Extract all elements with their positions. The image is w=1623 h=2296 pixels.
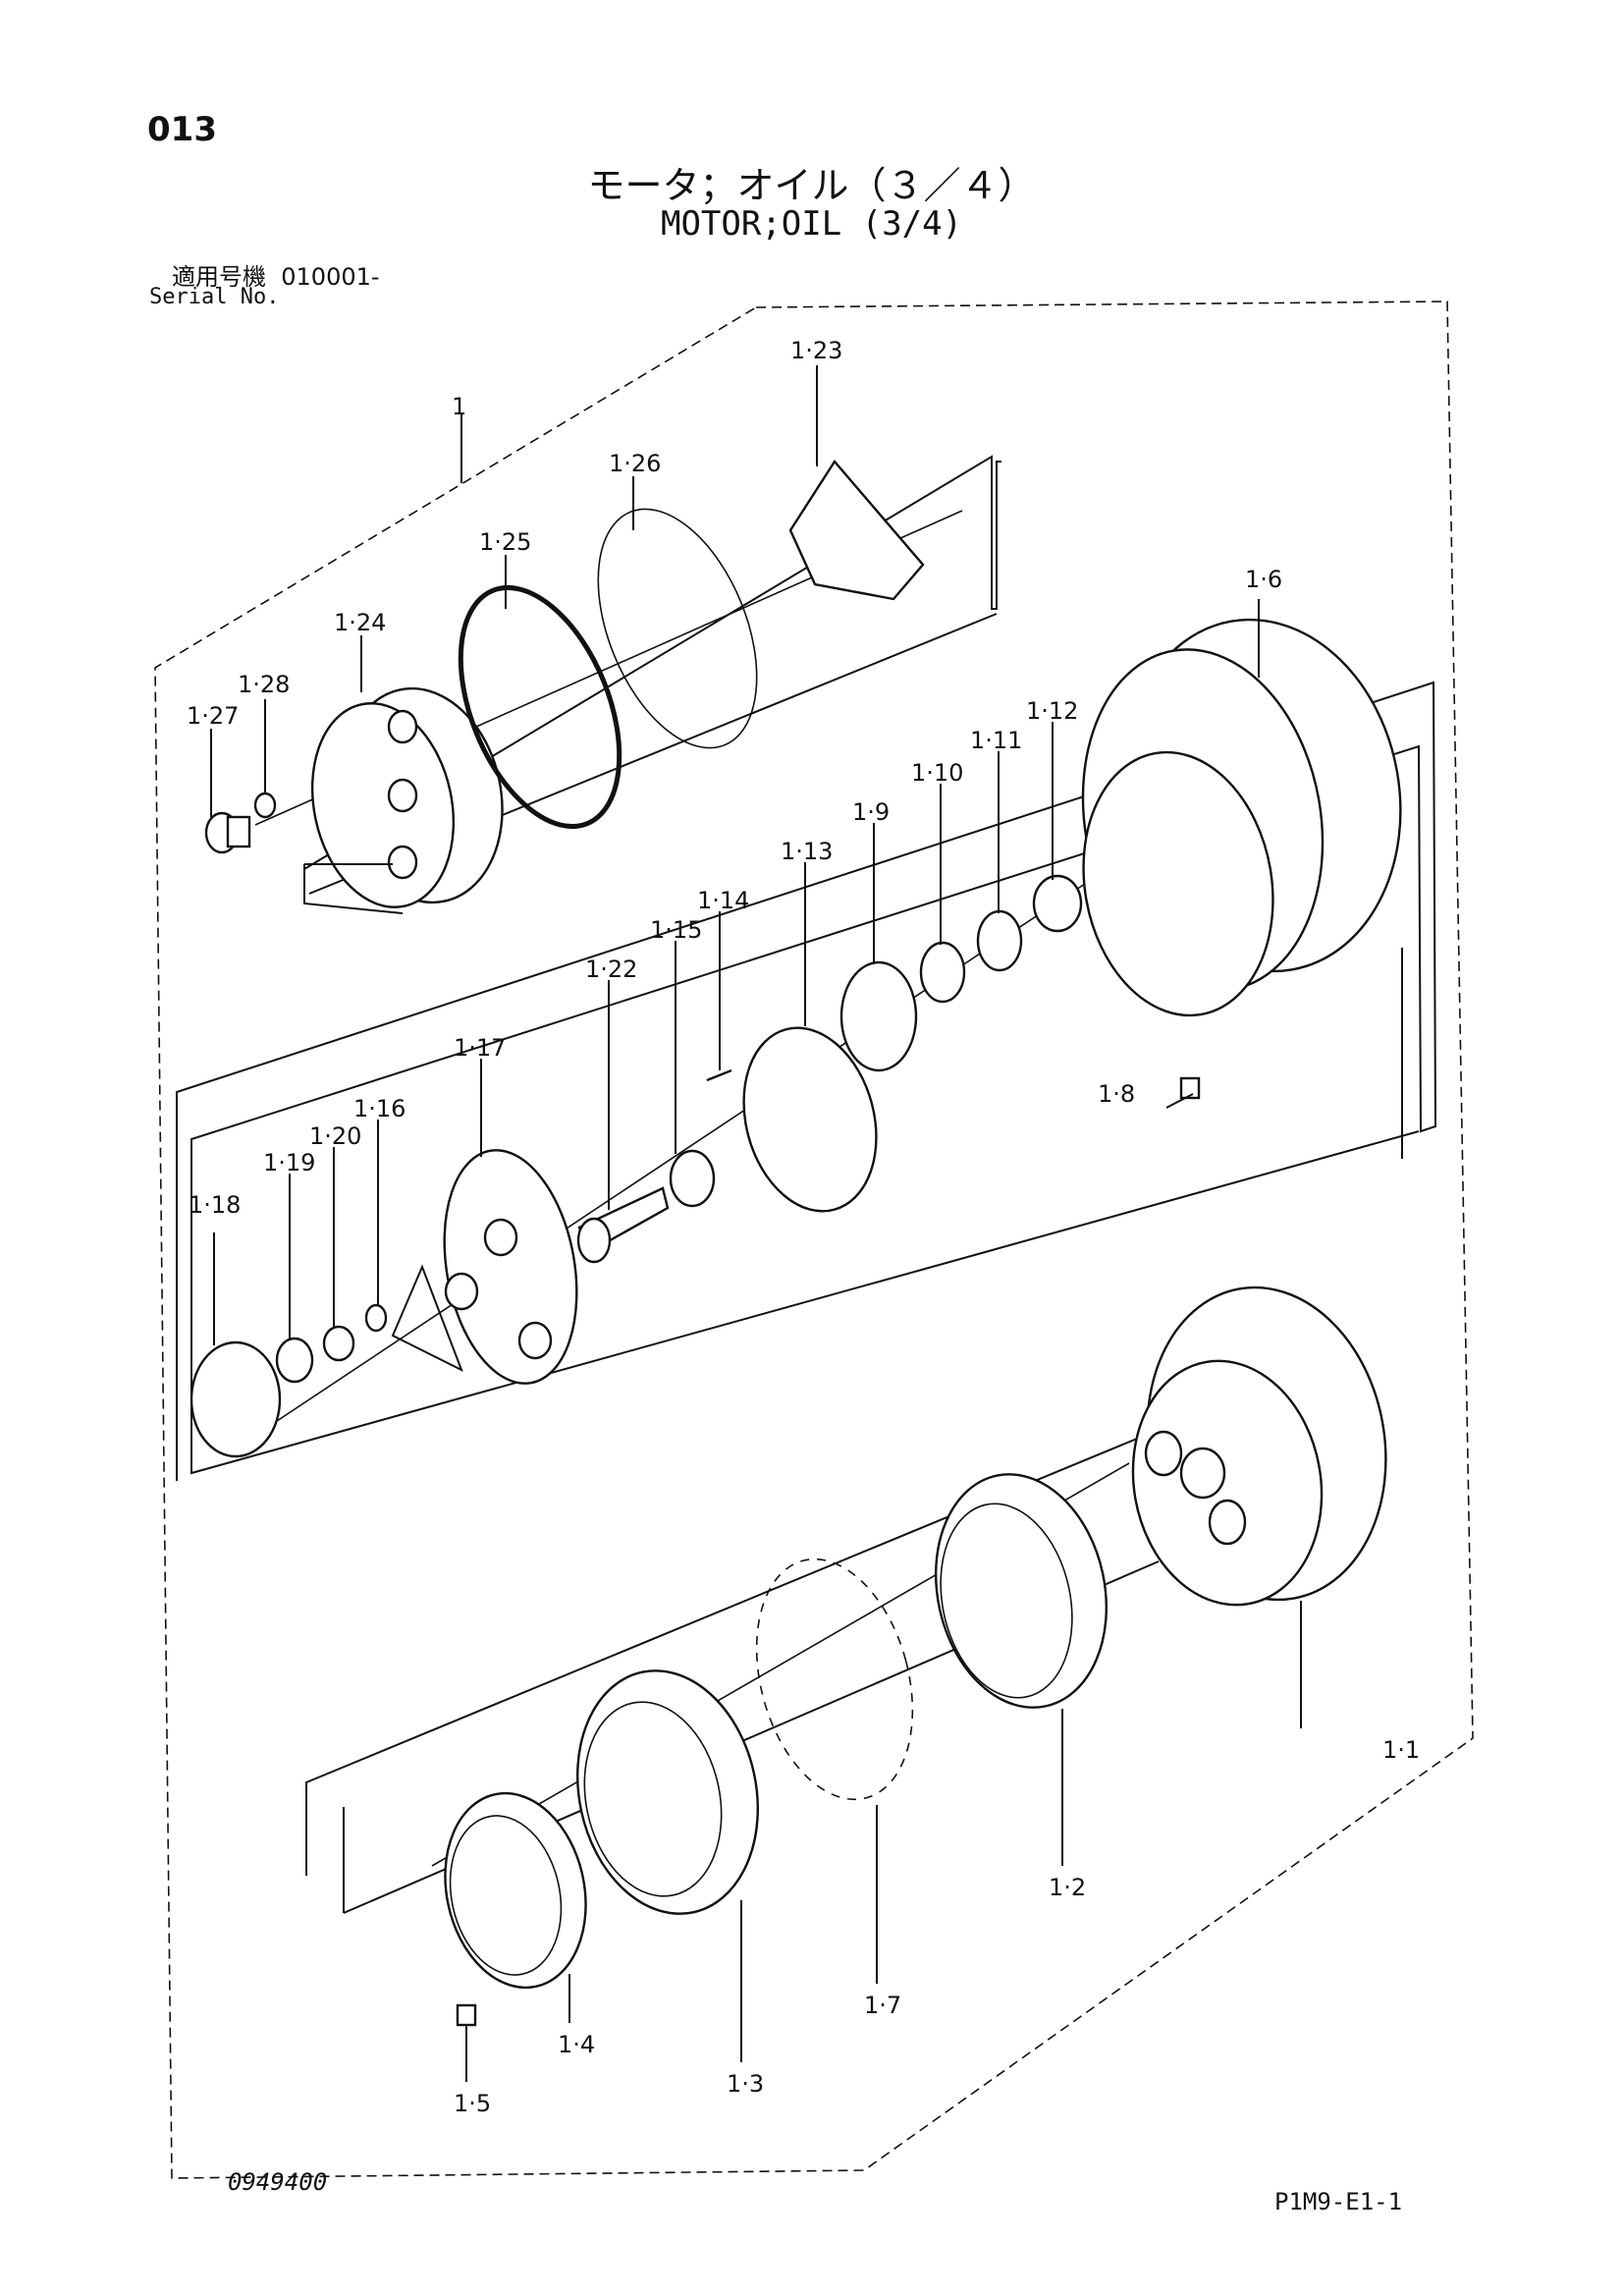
part-seal-1-2-inner <box>940 1503 1073 1699</box>
cover-bolt-bracket <box>303 863 404 914</box>
part-plug-1-8 <box>1179 1076 1201 1100</box>
part-washer-1-12 <box>1032 874 1083 933</box>
part-plug-1-27 <box>204 811 251 854</box>
serial-label-japanese: 適用号機 010001- <box>172 257 380 292</box>
serial-value: 010001- <box>281 263 380 291</box>
callout-1-10: 1·10 <box>911 759 963 787</box>
callout-1-17: 1·17 <box>454 1034 506 1062</box>
part-housing-1-6 <box>1081 618 1402 1017</box>
callout-1-22: 1·22 <box>585 956 637 983</box>
part-balls-1-7 <box>755 1558 914 1801</box>
assembly-boundary-dashed <box>154 301 1474 2179</box>
page-code: P1M9-E1-1 <box>1274 2188 1403 2215</box>
part-plate-1-23 <box>788 459 925 601</box>
callout-1-28: 1·28 <box>238 671 290 698</box>
page-number: 013 <box>147 110 217 149</box>
middle-group-outline <box>176 681 1437 1481</box>
part-gear-1-9 <box>839 960 918 1072</box>
serial-label-jp-text: 適用号機 <box>172 263 266 291</box>
serial-label-english: Serial No. <box>149 285 280 309</box>
part-carrier-1-17 <box>443 1149 578 1385</box>
part-bearing-1-3 <box>576 1669 759 1915</box>
callout-1-13: 1·13 <box>781 838 833 865</box>
part-plate-1-13 <box>742 1026 878 1213</box>
callout-1-15: 1·15 <box>650 916 702 944</box>
title-japanese: モータ；オイル（３／４） <box>587 164 1036 207</box>
callout-1-16: 1·16 <box>353 1095 406 1122</box>
part-oring-1-28 <box>253 792 277 819</box>
part-screw-1-14 <box>706 1068 732 1082</box>
part-bearing-1-3-inner <box>583 1701 723 1897</box>
callout-1-1: 1·1 <box>1382 1736 1420 1764</box>
callout-1-4: 1·4 <box>558 2031 595 2058</box>
part-bearing-1-19 <box>275 1337 314 1384</box>
callout-1-14: 1·14 <box>697 887 749 914</box>
carrier-pin-bracket <box>391 1264 463 1373</box>
part-gear-1-18 <box>189 1340 282 1458</box>
callout-1-2: 1·2 <box>1049 1874 1086 1901</box>
part-pin-1-20 <box>322 1325 355 1362</box>
callout-1-20: 1·20 <box>309 1122 361 1150</box>
part-cover-1-24 <box>310 686 504 908</box>
callout-1-9: 1·9 <box>852 798 890 826</box>
document-number: 0949400 <box>228 2168 328 2196</box>
leader-lines <box>210 365 1403 2082</box>
part-bearing-1-10 <box>919 941 966 1004</box>
callout-1-3: 1·3 <box>727 2070 764 2098</box>
part-setscrew-1-5 <box>456 2003 477 2027</box>
part-ring-1-16 <box>364 1303 388 1333</box>
callout-1-6: 1·6 <box>1245 566 1282 593</box>
callout-1-7: 1·7 <box>864 1992 901 2019</box>
part-motor-1-1 <box>1131 1285 1387 1607</box>
callout-1-25: 1·25 <box>479 528 531 556</box>
part-seal-1-2 <box>934 1473 1109 1709</box>
part-oring-1-25 <box>458 584 622 830</box>
callout-1-19: 1·19 <box>263 1149 315 1176</box>
callout-1-12: 1·12 <box>1026 697 1078 725</box>
callout-1-27: 1·27 <box>187 702 239 730</box>
callout-1-26: 1·26 <box>609 450 661 477</box>
part-nut-1-4-inner <box>449 1815 563 1976</box>
callout-1-8: 1·8 <box>1098 1080 1135 1108</box>
centreline-middle <box>264 873 1101 1430</box>
title-english: MOTOR;OIL (3/4) <box>660 204 963 244</box>
part-snapring-1-26 <box>597 508 758 749</box>
callout-1-24: 1·24 <box>334 609 386 636</box>
callout-1: 1 <box>452 393 466 420</box>
callout-1-23: 1·23 <box>790 337 842 364</box>
part-shaft-head-1-22 <box>576 1217 612 1264</box>
part-nut-1-4 <box>444 1791 587 1990</box>
part-bushing-1-11 <box>976 909 1023 972</box>
callout-1-18: 1·18 <box>189 1191 241 1219</box>
part-gear-1-15 <box>669 1149 716 1208</box>
callout-1-11: 1·11 <box>970 727 1022 754</box>
callout-1-5: 1·5 <box>454 2090 491 2117</box>
